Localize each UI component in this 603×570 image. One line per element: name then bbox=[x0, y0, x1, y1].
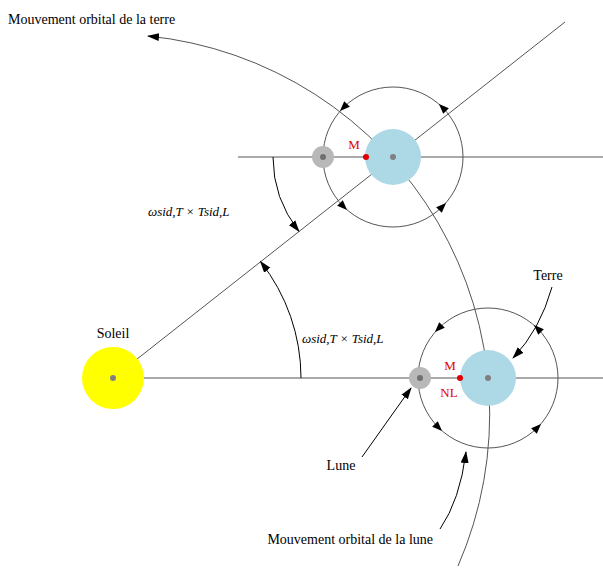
orbit-label: Mouvement orbital de la terre bbox=[8, 12, 175, 28]
leader-arrow bbox=[513, 287, 552, 358]
earth bbox=[365, 129, 421, 185]
point-m bbox=[457, 375, 463, 381]
center-dot bbox=[417, 375, 423, 381]
sun-earth-line bbox=[113, 22, 565, 378]
center-dot bbox=[485, 375, 491, 381]
moon-orbit bbox=[418, 308, 558, 448]
sun bbox=[82, 347, 144, 409]
leader-arrow bbox=[440, 452, 466, 529]
orbit-arrowhead bbox=[432, 421, 442, 431]
angle-arc bbox=[273, 157, 299, 231]
orbit-arrowhead bbox=[340, 101, 350, 111]
sun-earth-line bbox=[113, 378, 603, 379]
angle-label: ωsid,T × Tsid,L bbox=[302, 331, 384, 347]
moon bbox=[312, 146, 334, 168]
body-label: Lune bbox=[327, 458, 356, 474]
moon-orbit bbox=[323, 87, 463, 227]
center-dot bbox=[320, 154, 326, 160]
orbit-arrowhead bbox=[337, 200, 347, 210]
body-label: Terre bbox=[533, 268, 562, 284]
angle-arc bbox=[261, 262, 302, 378]
earth-orbit-arc bbox=[148, 36, 490, 566]
point-label: NL bbox=[440, 385, 457, 401]
orbit-arrowhead bbox=[439, 104, 449, 114]
moon bbox=[409, 367, 431, 389]
orbit-arrowhead bbox=[436, 203, 446, 213]
leader-arrow bbox=[362, 388, 411, 457]
body-label: Soleil bbox=[97, 326, 130, 342]
center-dot bbox=[110, 375, 116, 381]
orbit-arrowheads bbox=[337, 101, 544, 434]
orbit-arrowhead bbox=[534, 325, 544, 335]
point-label: M bbox=[348, 137, 360, 153]
angle-label: ωsid,T × Tsid,L bbox=[148, 204, 230, 220]
center-dot bbox=[390, 154, 396, 160]
orbit-label: Mouvement orbital de la lune bbox=[267, 532, 433, 548]
point-m bbox=[363, 154, 369, 160]
point-label: M bbox=[444, 358, 456, 374]
earth bbox=[460, 350, 516, 406]
orbit-arrowhead bbox=[531, 424, 541, 434]
orbit-arrowhead bbox=[435, 322, 445, 332]
